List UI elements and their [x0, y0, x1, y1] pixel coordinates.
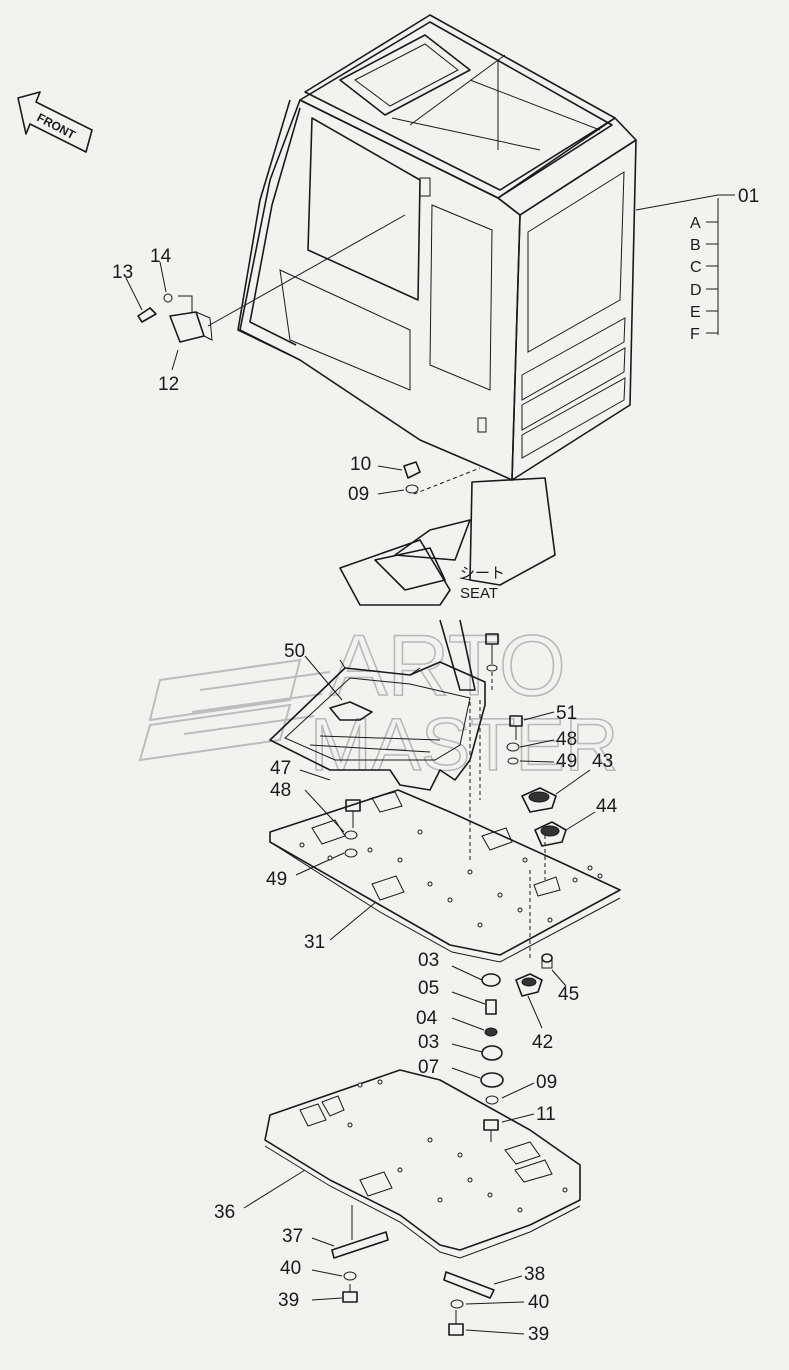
callout-47: 47	[270, 758, 291, 779]
callout-14: 14	[150, 246, 172, 267]
callout-48-lower: 48	[270, 780, 291, 801]
callout-49-upper: 49	[556, 751, 577, 772]
variant-a: A	[690, 215, 701, 232]
callout-40-left: 40	[280, 1258, 301, 1279]
callout-40-right: 40	[528, 1292, 549, 1313]
variant-b: B	[690, 237, 701, 254]
callout-03-lower: 03	[418, 1032, 439, 1053]
floor-plate-31: 31	[269, 700, 621, 963]
mount-stack: 03 05 04 03 07 09 11	[416, 950, 557, 1142]
grommet-43: 43	[521, 751, 613, 813]
front-arrow: FRONT	[17, 91, 93, 153]
callout-05: 05	[418, 978, 439, 999]
callout-01: 01	[738, 186, 759, 207]
callout-51: 51	[556, 703, 577, 724]
callout-12: 12	[158, 374, 179, 395]
watermark: ARTO MASTER	[138, 617, 619, 787]
callout-39-right: 39	[528, 1324, 549, 1345]
cab	[237, 14, 637, 481]
variant-d: D	[690, 282, 702, 299]
callout-11: 11	[536, 1104, 556, 1125]
seat: シート SEAT	[339, 477, 556, 691]
callout-09-lower: 09	[536, 1072, 557, 1093]
part-45: 45	[541, 953, 579, 1005]
variant-f: F	[690, 326, 700, 343]
callout-39-left: 39	[278, 1290, 299, 1311]
seat-bolt	[485, 633, 499, 690]
floor-mat	[269, 659, 486, 791]
callout-43: 43	[592, 751, 613, 772]
variant-e: E	[690, 304, 701, 321]
nut-washer-10-09: 10 09	[348, 454, 481, 505]
callout-49-lower: 49	[266, 869, 287, 890]
grommet-42: 42	[515, 973, 553, 1053]
bracket-assembly: 13 14 12	[112, 214, 406, 395]
variant-c: C	[690, 259, 702, 276]
callout-36: 36	[214, 1202, 235, 1223]
grommet-44: 44	[534, 796, 618, 847]
callout-38: 38	[524, 1264, 545, 1285]
seat-label-jp: シート	[460, 565, 505, 582]
bolt-51-48-49: 51 48 49	[479, 700, 577, 800]
bolt-47-48-49: 47 48 49	[266, 758, 361, 890]
callout-04: 04	[416, 1008, 438, 1029]
callout-31: 31	[304, 932, 325, 953]
callout-44: 44	[596, 796, 618, 817]
callout-09-upper: 09	[348, 484, 369, 505]
callout-45: 45	[558, 984, 579, 1005]
bracket-37-group: 37 40 39	[278, 1205, 389, 1311]
cab-variant-list: 01 A B C D E F	[635, 186, 759, 343]
callout-37: 37	[282, 1226, 303, 1247]
callout-48-upper: 48	[556, 729, 577, 750]
watermark-logo-stripes	[138, 658, 331, 762]
callout-07: 07	[418, 1057, 439, 1078]
callout-50: 50	[284, 641, 305, 662]
base-plate-36: 36	[214, 1069, 581, 1259]
bracket-38-group: 38 40 39	[443, 1264, 549, 1345]
callout-42: 42	[532, 1032, 553, 1053]
callout-10: 10	[350, 454, 371, 475]
callout-03-upper: 03	[418, 950, 439, 971]
watermark-line-2: MASTER	[310, 703, 618, 786]
callout-13: 13	[112, 262, 133, 283]
seat-label-en: SEAT	[460, 585, 498, 602]
